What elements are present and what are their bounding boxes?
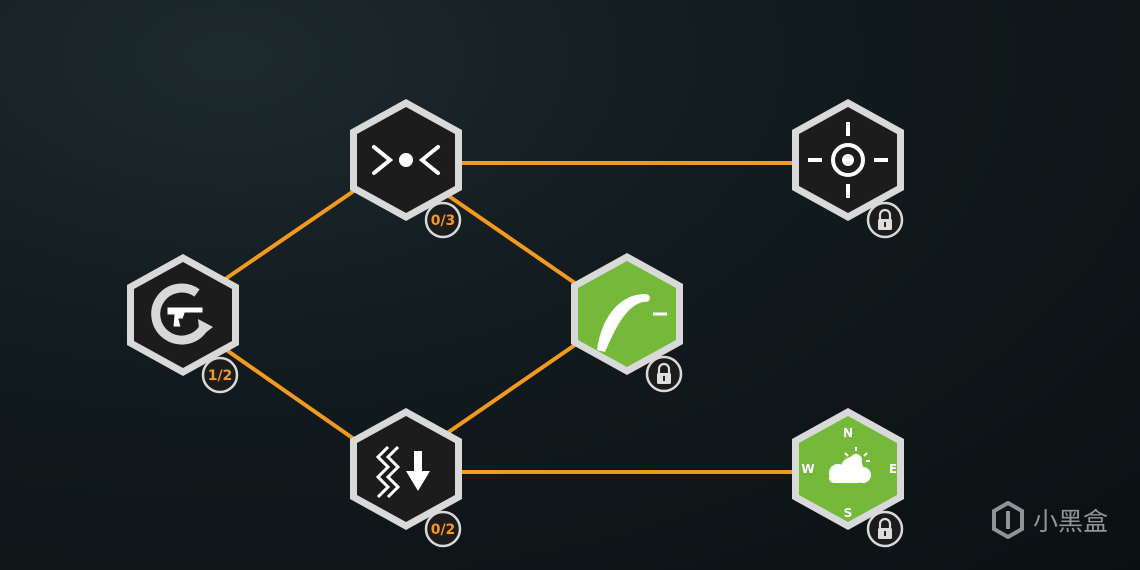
progress-text: 0/3 <box>431 213 456 229</box>
skill-node-recoil[interactable]: 0/2 <box>350 408 462 548</box>
crosshair-icon <box>808 122 888 198</box>
connector-lines <box>213 161 800 474</box>
pistol-reload-icon <box>151 283 213 345</box>
lock-badge <box>866 201 904 239</box>
cloud-icon <box>829 457 871 483</box>
compass-w: W <box>801 462 814 476</box>
xiaoheihe-logo-icon <box>991 501 1024 539</box>
progress-text: 0/2 <box>431 522 456 538</box>
compass-s: S <box>844 506 853 520</box>
progress-text: 1/2 <box>208 368 233 384</box>
skill-node-reload[interactable]: 1/2 <box>127 254 239 394</box>
converge-dot-icon <box>372 145 440 175</box>
bullet-arc-icon <box>597 294 667 352</box>
skill-node-precision[interactable] <box>792 99 904 239</box>
watermark-text: 小黑盒 <box>1032 507 1108 536</box>
link-focus-trajectory <box>438 188 587 292</box>
lock-badge <box>645 355 683 393</box>
compass-e: E <box>889 462 897 476</box>
skill-node-weather[interactable]: N S W E <box>792 408 904 548</box>
lock-badge <box>866 510 904 548</box>
link-recoil-trajectory <box>438 336 587 440</box>
skill-node-focus[interactable]: 0/3 <box>350 99 462 239</box>
skill-node-trajectory[interactable] <box>571 253 683 393</box>
compass-weather-icon: N S W E <box>801 426 897 520</box>
compass-n: N <box>843 426 853 440</box>
progress-badge: 1/2 <box>201 356 239 394</box>
link-reload-recoil <box>213 340 366 448</box>
watermark: 小黑盒 <box>991 500 1108 540</box>
progress-badge: 0/3 <box>424 201 462 239</box>
recoil-down-icon <box>375 445 430 499</box>
progress-badge: 0/2 <box>424 510 462 548</box>
link-reload-focus <box>213 182 366 288</box>
